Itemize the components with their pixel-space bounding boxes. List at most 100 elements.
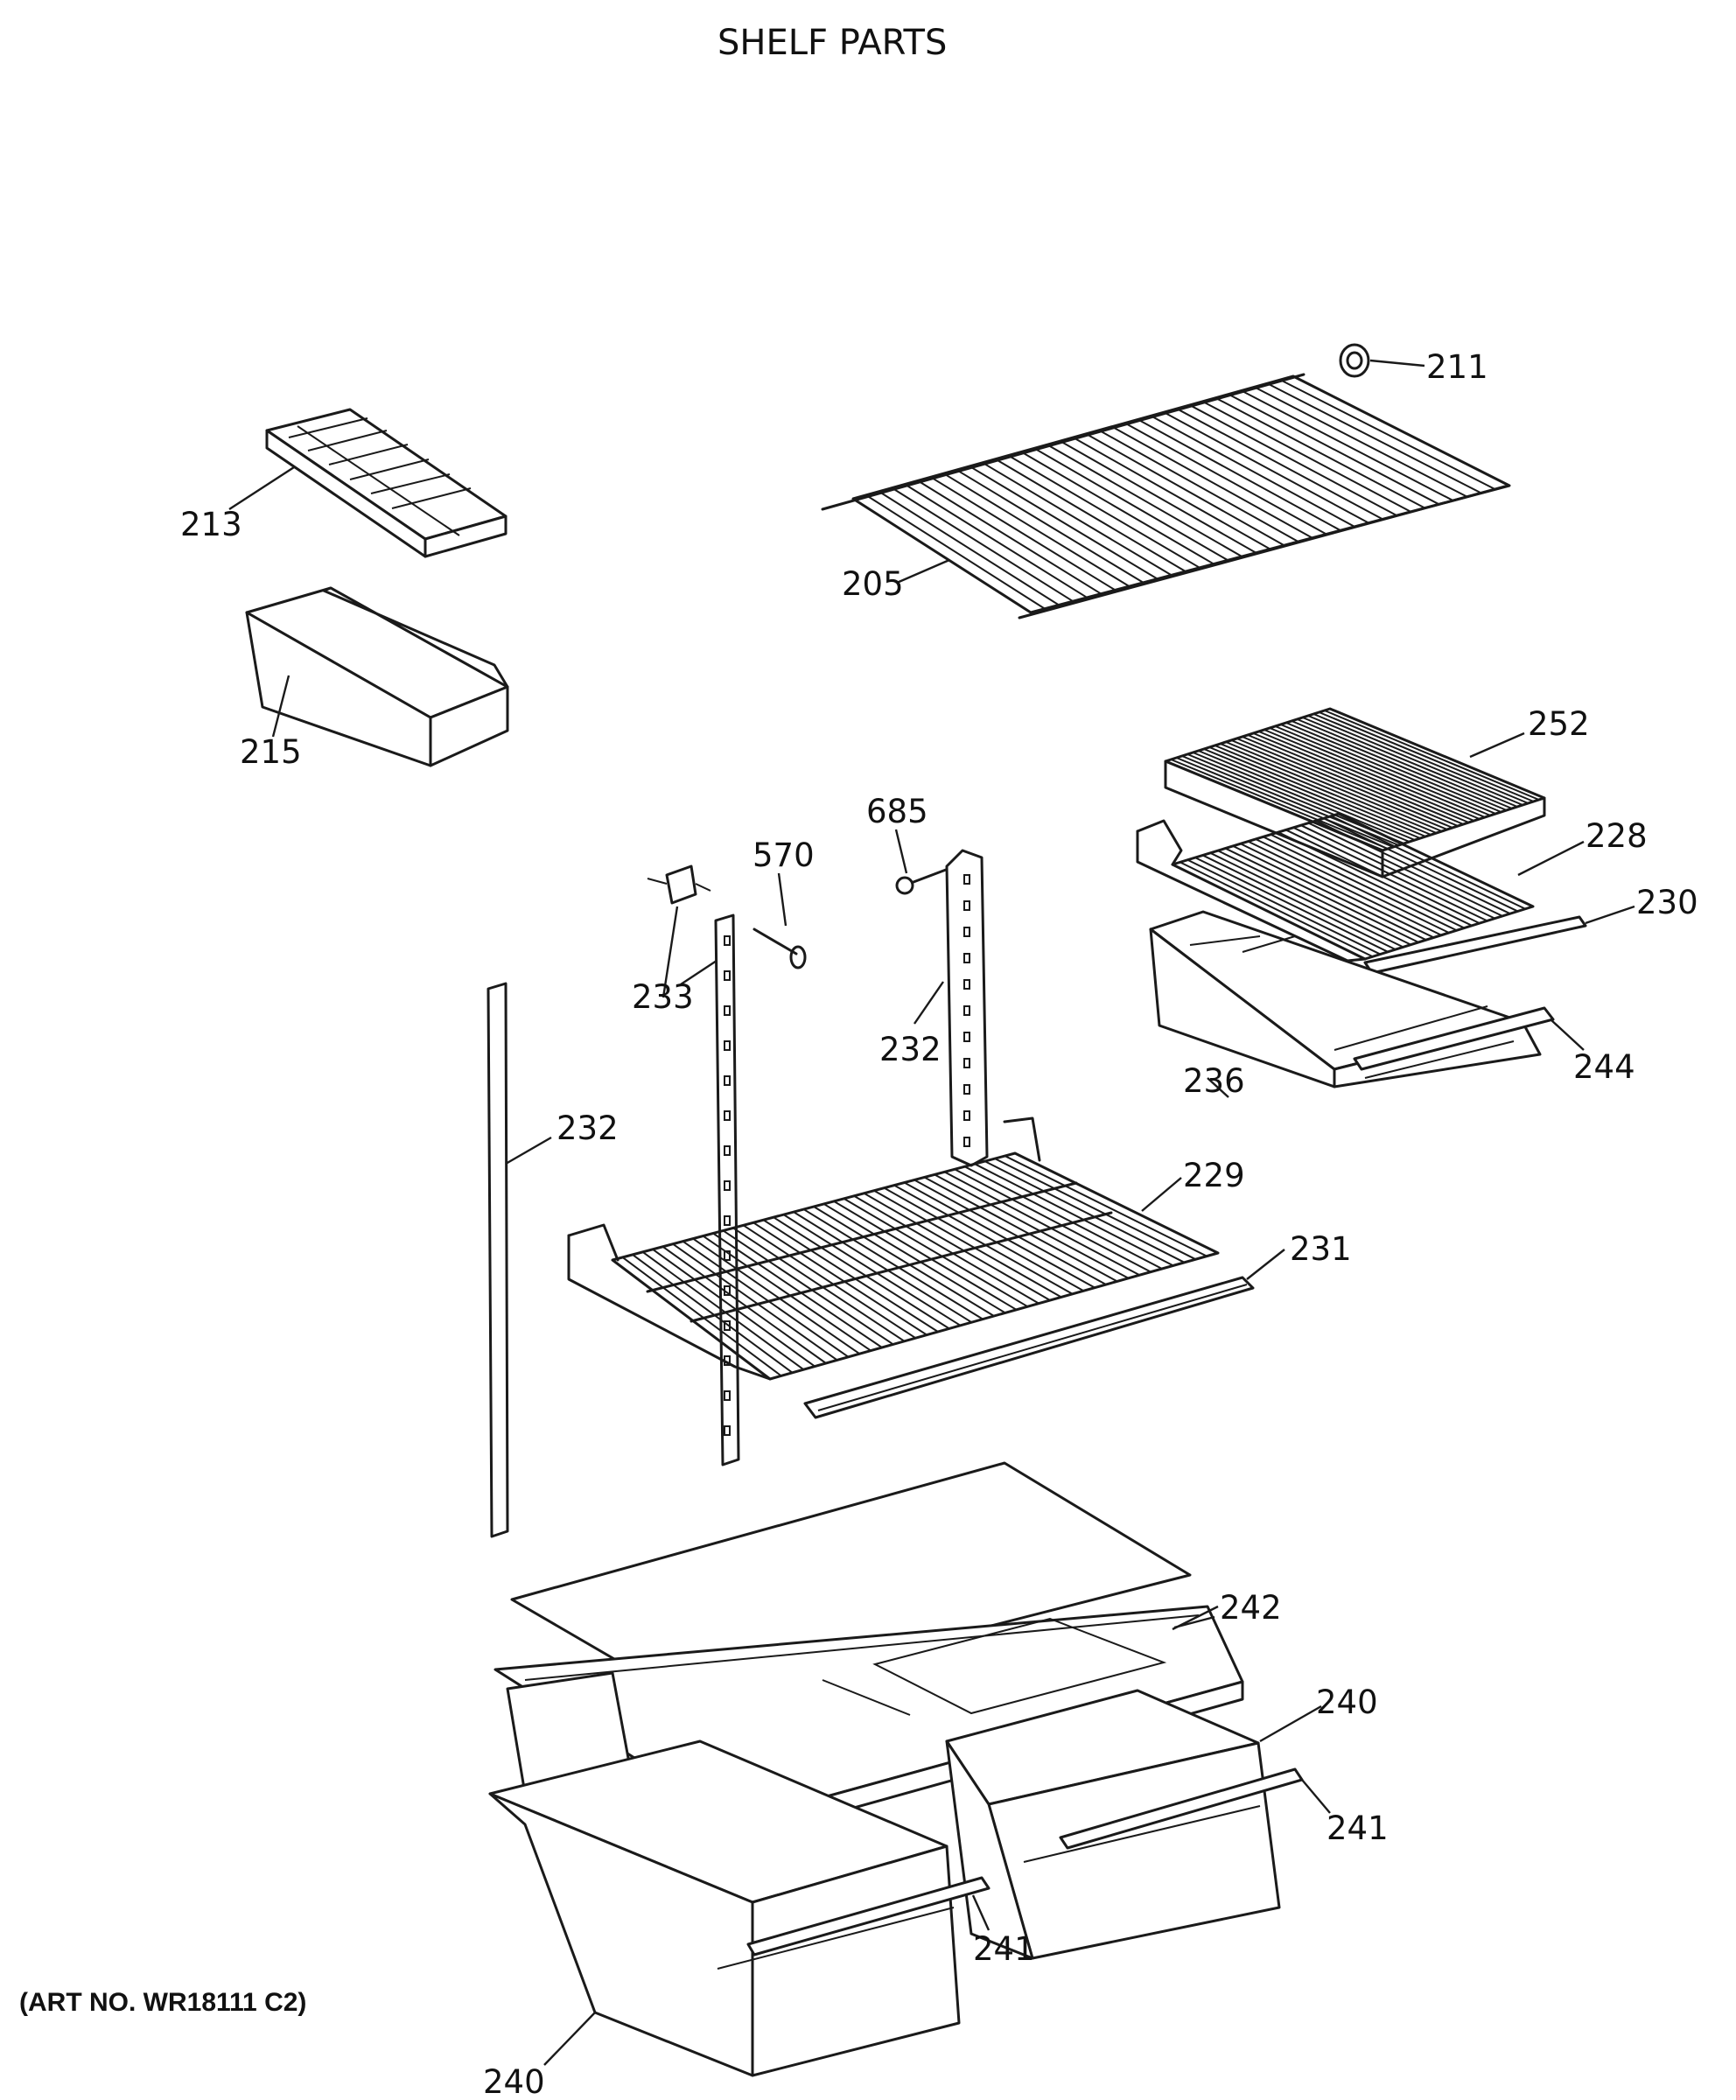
rod <box>1255 838 1450 934</box>
rod <box>1315 820 1511 915</box>
callout-229: 229 <box>1183 1157 1245 1194</box>
rod <box>1285 722 1502 813</box>
rod <box>1302 717 1518 808</box>
part-215-door-bin <box>245 586 509 767</box>
rod <box>1291 720 1508 811</box>
callout-215: 215 <box>240 733 302 771</box>
rod <box>1297 718 1513 809</box>
rod <box>1252 732 1470 823</box>
ladder-slot <box>724 1040 731 1051</box>
part-233-shelf-clips <box>647 864 725 998</box>
rod <box>1201 400 1411 513</box>
rod <box>1307 715 1523 806</box>
part-232-ladder-right <box>914 849 989 1167</box>
callout-205: 205 <box>842 565 904 603</box>
rod <box>1170 759 1389 850</box>
rod <box>1203 748 1421 839</box>
rod <box>1020 451 1214 565</box>
rod <box>1270 833 1465 929</box>
ladder-slot <box>724 1180 731 1191</box>
callout-213: 213 <box>180 506 242 543</box>
rod <box>956 469 1144 584</box>
rod <box>1214 396 1425 509</box>
rod <box>1254 386 1468 498</box>
part-211-grommet <box>1339 343 1425 378</box>
rod <box>1225 741 1443 832</box>
callout-232-left: 232 <box>556 1110 619 1147</box>
rod <box>930 476 1116 592</box>
rod <box>712 1232 883 1348</box>
ladder-slot <box>963 1084 970 1095</box>
rod <box>969 466 1158 580</box>
ladder-slot <box>963 1005 970 1016</box>
rod <box>1285 829 1480 924</box>
rod <box>762 1219 939 1333</box>
ladder-slot <box>963 1137 970 1147</box>
rod <box>904 1181 1096 1289</box>
part-252-crisper-cover <box>1164 707 1546 878</box>
part-232-ladder-middle <box>714 914 740 1466</box>
rod <box>1269 727 1486 818</box>
callout-241-right: 241 <box>1326 1810 1389 1847</box>
rod <box>878 490 1060 606</box>
rod <box>802 1208 984 1320</box>
rod <box>1209 851 1404 948</box>
rod <box>1274 725 1491 816</box>
part-213-ice-tray <box>228 408 508 558</box>
rod <box>1176 408 1383 521</box>
rod <box>1228 393 1440 506</box>
rod <box>1279 379 1496 491</box>
rod <box>641 1251 804 1371</box>
ladder-slot <box>724 935 731 946</box>
rod <box>1060 440 1256 554</box>
part-231-shelf-trim <box>803 1249 1285 1419</box>
rod <box>1258 731 1475 822</box>
rod <box>982 461 1172 577</box>
rod <box>1240 843 1434 939</box>
rod <box>1292 826 1488 922</box>
rod <box>1330 815 1526 910</box>
rod <box>1300 824 1495 920</box>
rod <box>1242 736 1459 827</box>
rod <box>904 483 1088 598</box>
ladder-slot <box>724 1145 731 1156</box>
rod <box>1247 840 1442 936</box>
rod <box>1324 710 1540 801</box>
rod <box>773 1216 950 1330</box>
rod <box>652 1248 816 1368</box>
ladder-slot <box>724 1215 731 1226</box>
rod <box>994 1158 1196 1261</box>
ladder-slot <box>724 1390 731 1401</box>
rod <box>995 458 1186 572</box>
rod <box>813 1206 995 1317</box>
rod <box>1264 729 1480 820</box>
rod <box>1085 433 1285 547</box>
rod <box>891 486 1074 603</box>
rod <box>1073 437 1270 550</box>
callout-232-right: 232 <box>879 1031 942 1068</box>
callout-230: 230 <box>1636 884 1698 921</box>
shelf-205-rods <box>865 379 1496 610</box>
callout-233: 233 <box>632 978 694 1016</box>
rod <box>1150 415 1355 528</box>
rod <box>944 1171 1140 1277</box>
part-570-screw <box>752 872 807 970</box>
rod <box>924 1176 1118 1283</box>
rod <box>1232 845 1427 942</box>
rod <box>1176 757 1394 848</box>
rod <box>742 1224 916 1340</box>
callout-242: 242 <box>1220 1589 1282 1627</box>
ladder-slot <box>963 953 970 963</box>
rod <box>1319 711 1535 802</box>
diagram-title: SHELF PARTS <box>718 23 947 63</box>
ladder-right-slots <box>963 874 970 1147</box>
rod <box>1192 752 1410 843</box>
rod <box>1236 738 1453 829</box>
callout-685: 685 <box>866 793 928 830</box>
rod <box>1124 422 1327 536</box>
rod <box>914 1179 1107 1285</box>
rod <box>1280 724 1496 815</box>
rod <box>1098 429 1299 542</box>
rod <box>1241 389 1454 501</box>
